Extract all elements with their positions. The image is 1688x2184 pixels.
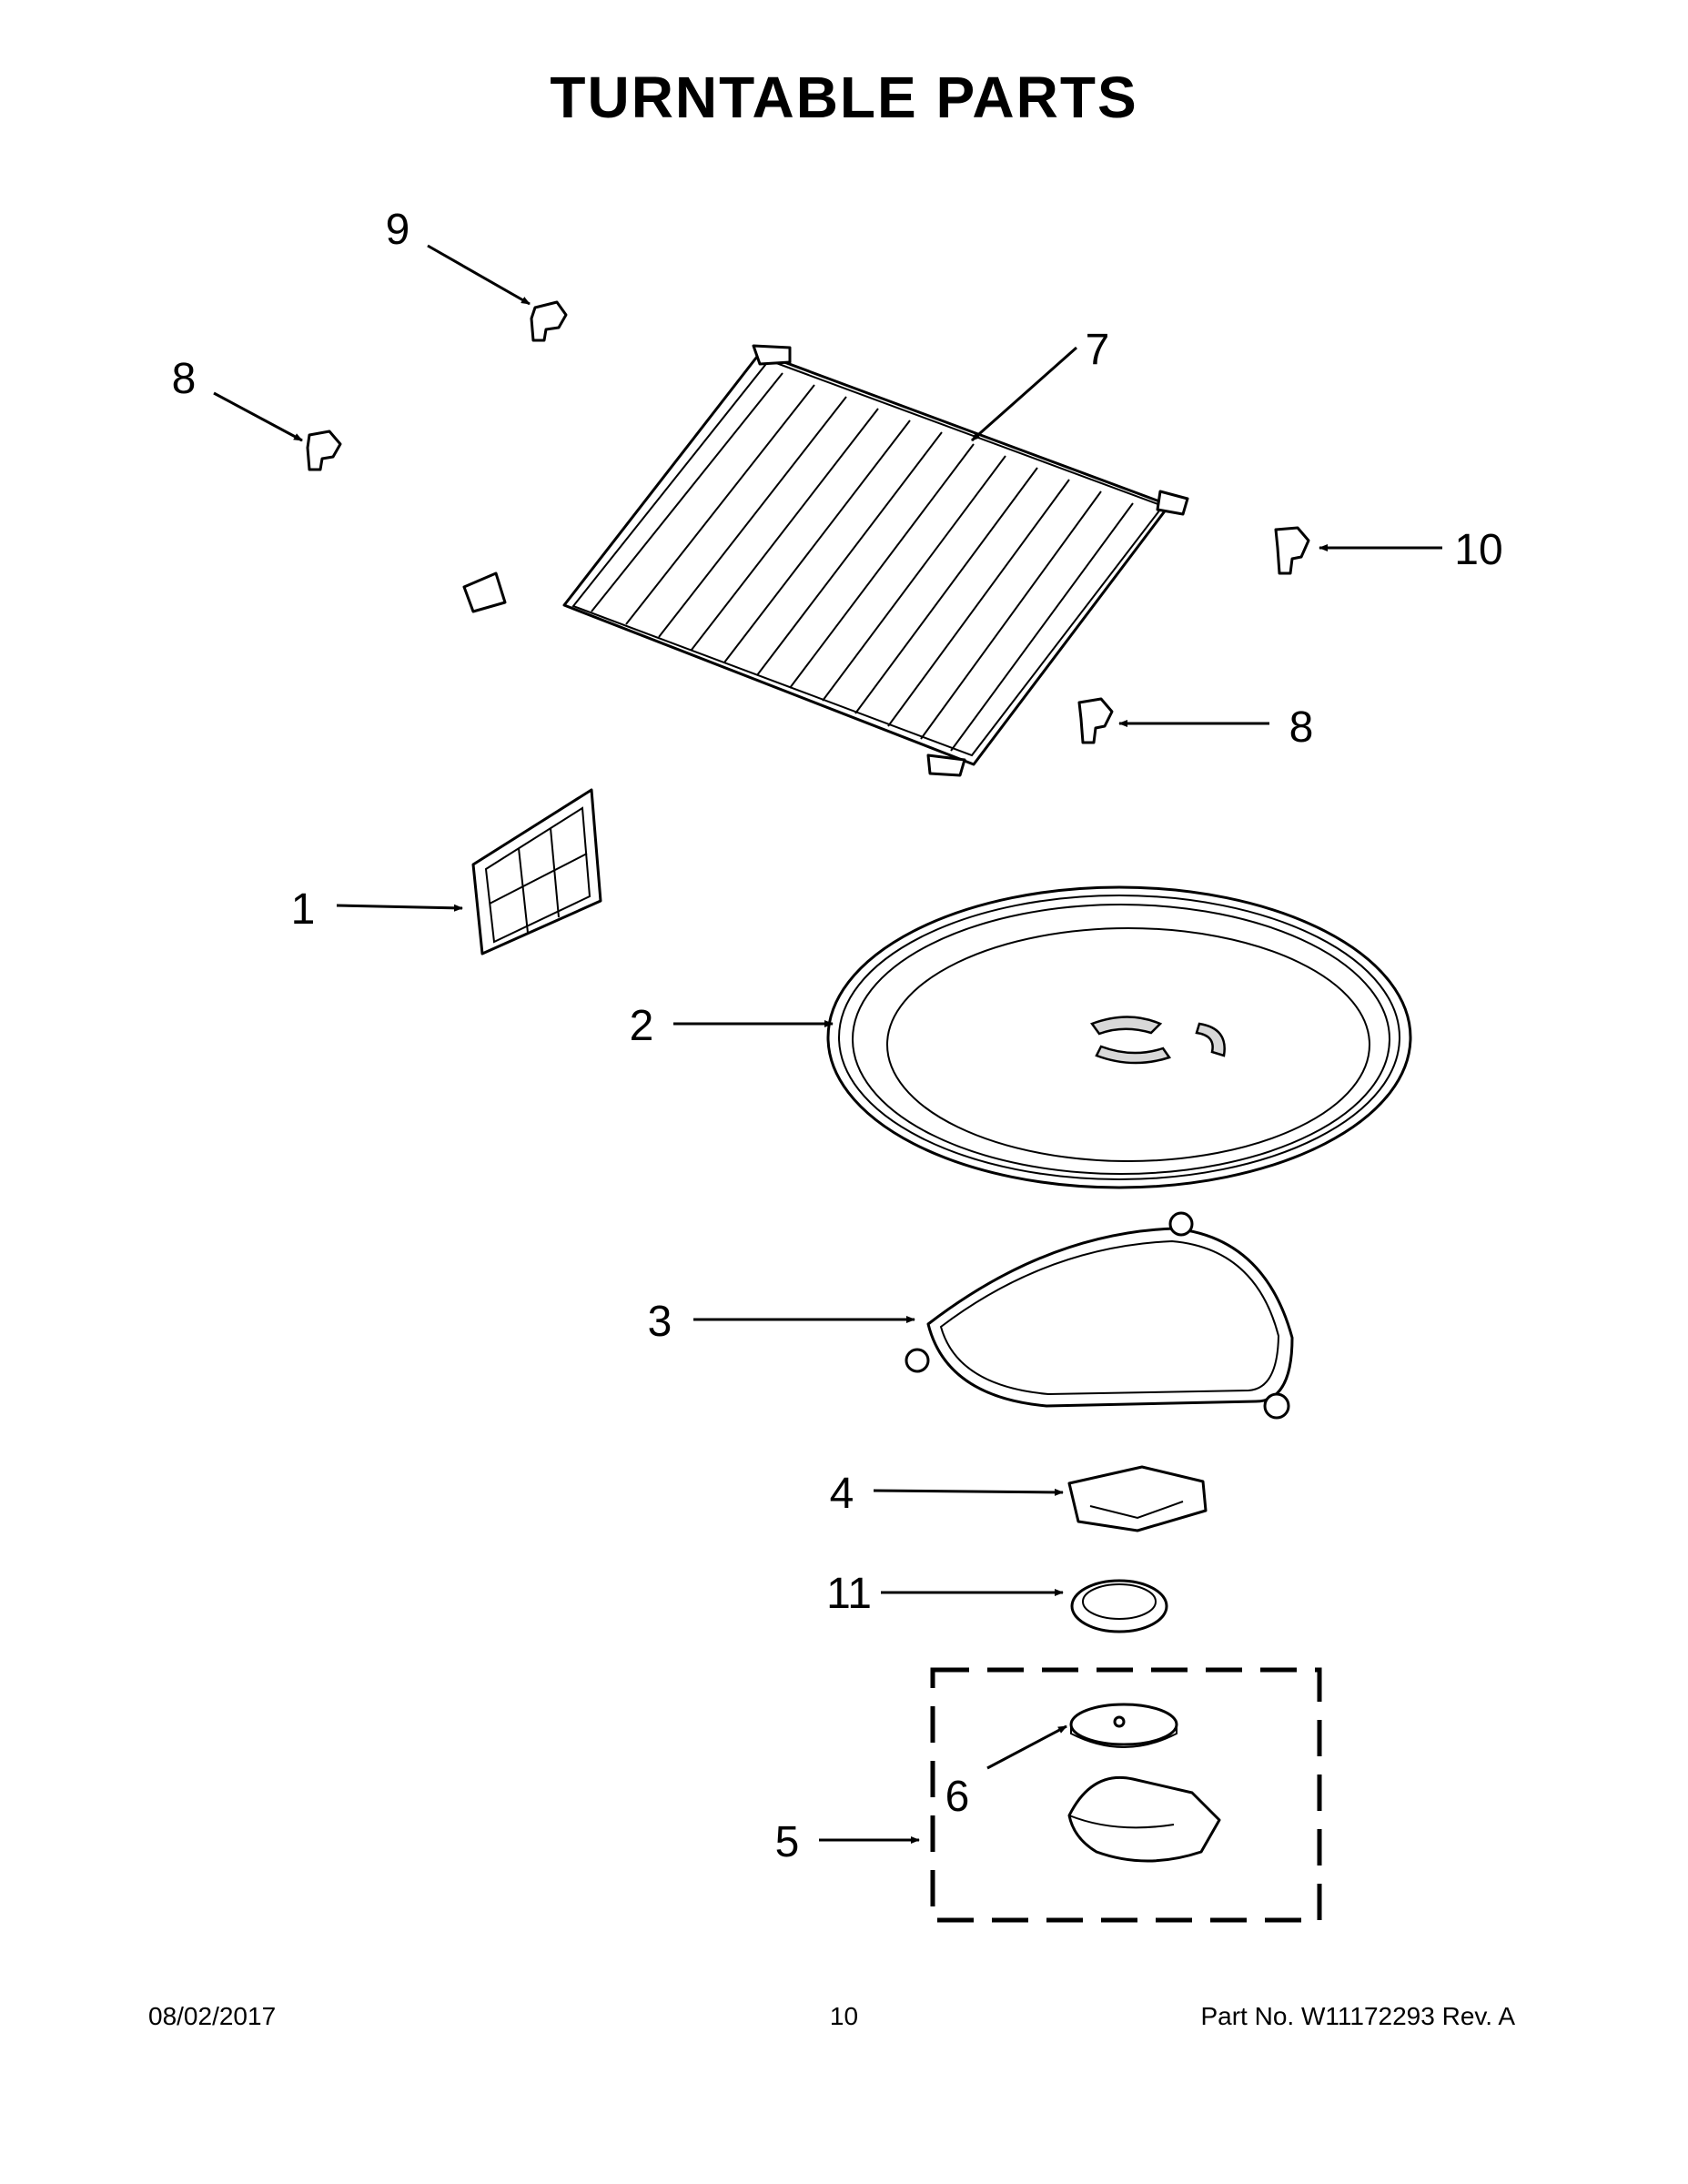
callout-11: 11 bbox=[826, 1570, 872, 1618]
callout-10: 10 bbox=[1454, 526, 1502, 574]
callout-9: 9 bbox=[386, 206, 410, 254]
rack-support-clip-10[interactable] bbox=[1274, 526, 1310, 575]
motor-assembly-box[interactable] bbox=[930, 1667, 1322, 1923]
footer-page-number: 10 bbox=[829, 2002, 859, 2030]
callout-7: 7 bbox=[1086, 326, 1110, 374]
ring-part-11[interactable] bbox=[1070, 1579, 1168, 1633]
rack-support-clip-8-right[interactable] bbox=[1077, 697, 1114, 744]
callout-8-right: 8 bbox=[1289, 703, 1314, 752]
callout-4: 4 bbox=[830, 1470, 854, 1518]
callout-3: 3 bbox=[648, 1298, 672, 1346]
callout-arrows bbox=[213, 244, 1442, 1844]
callout-5: 5 bbox=[775, 1818, 800, 1866]
callout-2: 2 bbox=[630, 1002, 654, 1050]
wire-rack-part[interactable] bbox=[462, 344, 1189, 777]
rack-support-clip-9[interactable] bbox=[530, 300, 568, 342]
callout-8-left: 8 bbox=[172, 355, 197, 403]
turntable-motor[interactable] bbox=[1067, 1775, 1221, 1863]
callout-labels: 9 8 7 10 8 1 2 3 4 11 6 5 bbox=[172, 206, 1503, 1866]
vent-cover-part[interactable] bbox=[471, 788, 602, 956]
footer-date: 08/02/2017 bbox=[148, 2002, 277, 2030]
rack-support-clip-8-left[interactable] bbox=[306, 430, 342, 471]
motor-cover-disc[interactable] bbox=[1069, 1703, 1178, 1748]
callout-6: 6 bbox=[945, 1773, 970, 1821]
callout-1: 1 bbox=[291, 885, 316, 934]
roller-guide-ring[interactable] bbox=[905, 1211, 1294, 1420]
turntable-coupler[interactable] bbox=[1067, 1465, 1208, 1532]
glass-turntable-tray[interactable] bbox=[826, 885, 1412, 1189]
footer-part-number: Part No. W11172293 Rev. A bbox=[1200, 2002, 1515, 2030]
page-title: TURNTABLE PARTS bbox=[550, 65, 1138, 130]
